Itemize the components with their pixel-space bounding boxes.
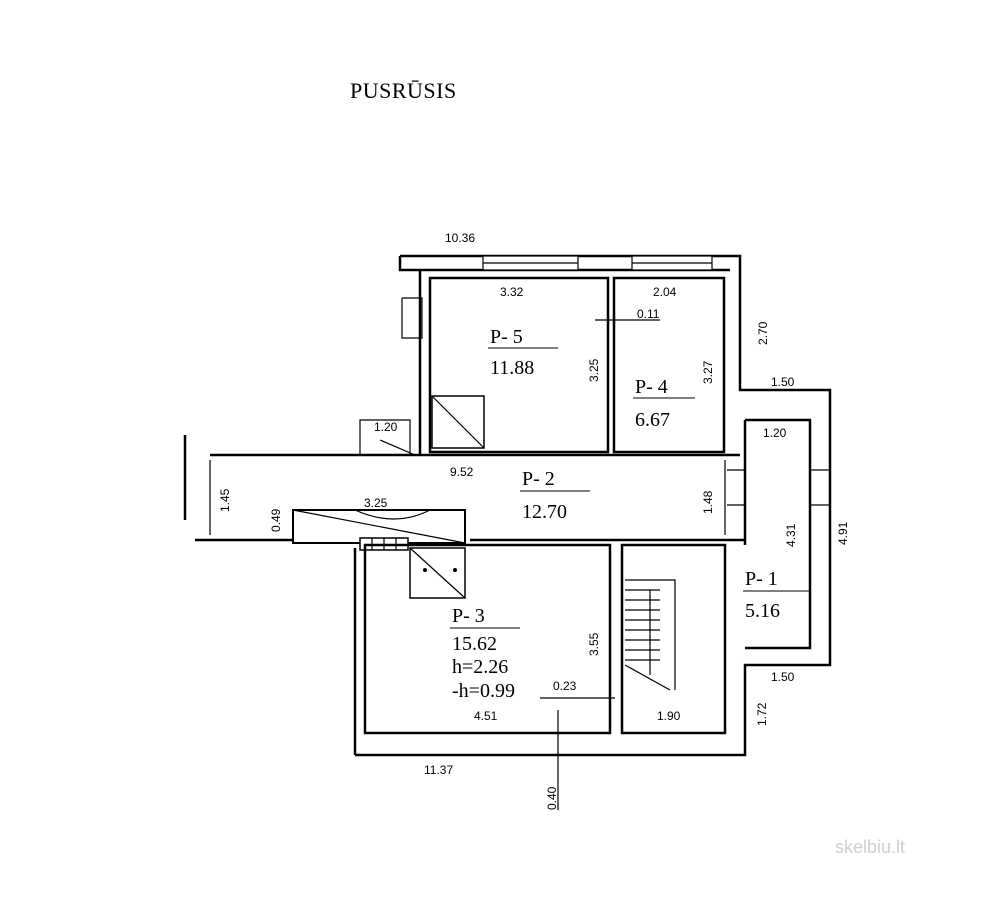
room-p1-area: 5.16: [745, 600, 780, 622]
dimension-labels: 10.36 3.32 3.25 2.04 3.27 0.11 2.70 1.50…: [218, 231, 850, 810]
dim-top-total: 10.36: [445, 231, 475, 245]
walls: [183, 254, 832, 810]
stair-room-walls: [620, 543, 727, 735]
room-p4-walls: [612, 276, 726, 454]
room-p3-walls: [363, 543, 612, 735]
staircase: [624, 579, 676, 691]
room-p5-walls: [428, 276, 610, 454]
outer-wall: [355, 254, 832, 757]
dim-p1-height: 4.31: [784, 523, 798, 547]
room-p3-height: h=2.26: [452, 656, 508, 678]
dim-right-bottom: 1.72: [755, 702, 769, 726]
dim-gap: 0.11: [637, 307, 660, 321]
room-p2-id: P- 2: [522, 468, 555, 490]
dim-p5-height: 3.25: [587, 358, 601, 382]
dim-p3-height: 3.55: [587, 632, 601, 656]
dim-bottom-offset: 0.40: [545, 786, 559, 810]
room-p3-id: P- 3: [452, 605, 485, 627]
room-p2-area: 12.70: [522, 501, 567, 523]
dim-p1-width: 1.20: [763, 426, 787, 440]
watermark: skelbiu.lt: [835, 837, 905, 857]
dim-right-top: 2.70: [756, 321, 770, 345]
room-p1-walls: [745, 418, 812, 650]
room-labels: P- 5 11.88 P- 4 6.67 P- 2 12.70 P- 1 5.1…: [450, 326, 810, 702]
dim-p4-height: 3.27: [701, 360, 715, 384]
dim-p5-width: 3.32: [500, 285, 524, 299]
room-p4-area: 6.67: [635, 409, 670, 431]
dim-p4-width: 2.04: [653, 285, 677, 299]
dim-p3-width: 4.51: [474, 709, 498, 723]
dim-p3-gap: 0.23: [553, 679, 577, 693]
room-p5-area: 11.88: [490, 357, 534, 379]
dim-small-opening: 1.20: [374, 420, 398, 434]
dim-corridor-width: 9.52: [450, 465, 474, 479]
dim-ramp-height: 0.49: [269, 508, 283, 532]
plan-title: PUSRŪSIS: [350, 78, 457, 103]
dim-corridor-left: 1.45: [218, 488, 232, 512]
dim-step-top: 1.50: [771, 375, 795, 389]
room-p1-id: P- 1: [745, 568, 778, 590]
dim-right-total: 4.91: [836, 521, 850, 545]
dim-ramp-width: 3.25: [364, 496, 388, 510]
room-p5-id: P- 5: [490, 326, 523, 348]
top-inner-wall: [398, 256, 730, 272]
dim-bottom-total: 11.37: [424, 763, 453, 777]
room-p3-neg-height: -h=0.99: [452, 680, 515, 702]
room-p4-id: P- 4: [635, 376, 668, 398]
dim-step-bottom: 1.50: [771, 670, 795, 684]
dim-stair-width: 1.90: [657, 709, 681, 723]
room-p3-area: 15.62: [452, 633, 497, 655]
dim-corridor-right: 1.48: [701, 490, 715, 514]
